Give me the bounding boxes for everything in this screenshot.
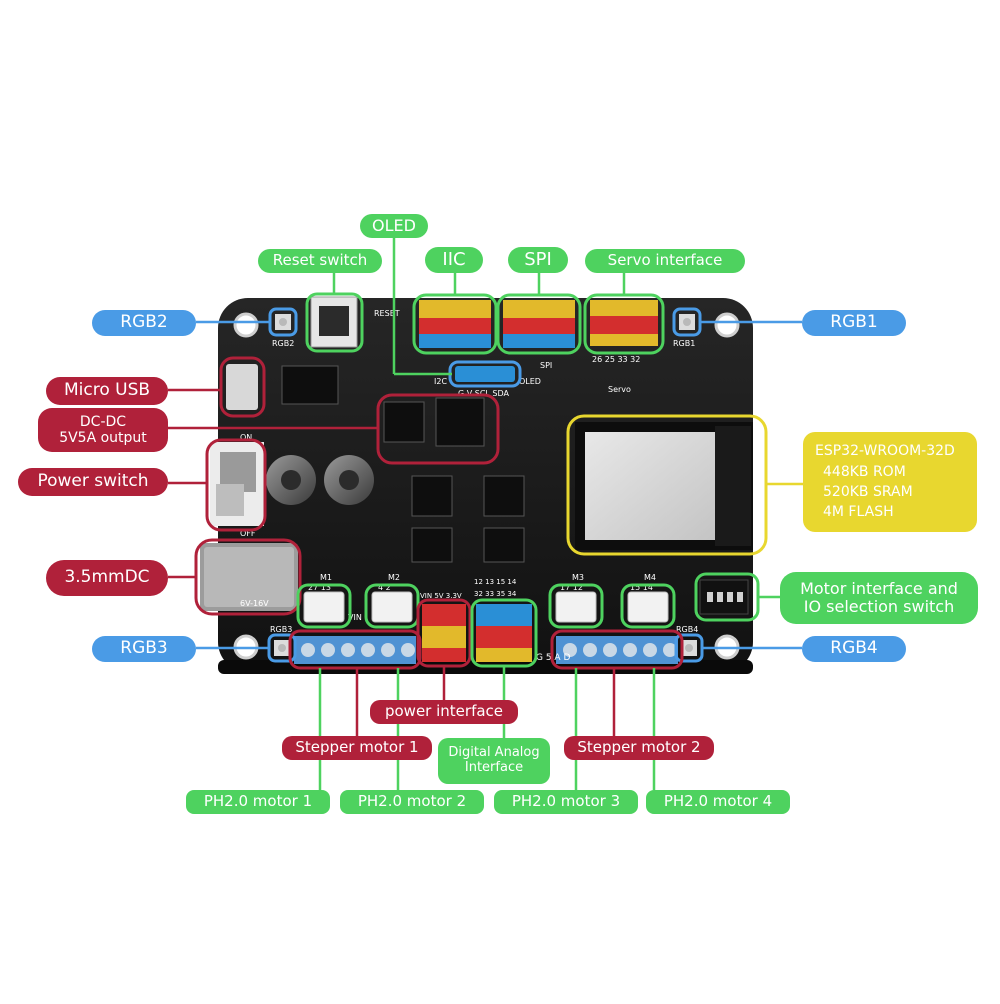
- silk-rgb2: RGB2: [272, 339, 294, 348]
- label-dcdc-line1: DC-DC: [79, 413, 127, 430]
- stepper-terminal-1: [294, 636, 416, 664]
- silk-m1-pins: 27 13: [308, 583, 331, 592]
- label-reset-switch: Reset switch: [258, 249, 382, 273]
- power-interface-header: [422, 604, 466, 662]
- label-ph-motor-1: PH2.0 motor 1: [186, 790, 330, 814]
- silk-oled: OLED: [519, 377, 541, 386]
- silk-vin-range: 6V-16V: [240, 599, 269, 608]
- label-rgb2: RGB2: [92, 310, 196, 336]
- servo-header: [590, 300, 658, 346]
- label-rgb4: RGB4: [802, 636, 906, 662]
- ring-usb: [219, 356, 266, 418]
- label-digital-analog-line2: Interface: [464, 760, 524, 775]
- reset-button-part: [310, 296, 358, 348]
- silk-on: ON: [240, 433, 252, 442]
- silk-servo: Servo: [608, 385, 631, 394]
- label-spi: SPI: [508, 247, 568, 273]
- silk-servo-pins: 26 25 33 32: [592, 355, 640, 364]
- label-esp32: ESP32-WROOM-32D 448KB ROM 520KB SRAM 4M …: [803, 432, 977, 532]
- silk-reset: RESET: [374, 309, 400, 318]
- label-dcdc: DC-DC 5V5A output: [38, 408, 168, 452]
- silk-spi: SPI: [540, 361, 552, 370]
- esp32-module-part: [575, 422, 753, 550]
- silk-rgb3: RGB3: [270, 625, 292, 634]
- label-motor-io-line2: IO selection switch: [803, 597, 955, 616]
- silk-m2: M2: [388, 573, 400, 582]
- micro-usb-part: [226, 364, 258, 410]
- iic-header: [419, 300, 491, 348]
- label-power-interface: power interface: [370, 700, 518, 724]
- rgb-leds: [274, 314, 697, 656]
- label-rgb1: RGB1: [802, 310, 906, 336]
- label-esp32-line3: 520KB SRAM: [823, 484, 913, 500]
- label-esp32-line2: 448KB ROM: [823, 463, 906, 480]
- label-dcdc-line2: 5V5A output: [59, 430, 147, 446]
- label-ph-motor-4: PH2.0 motor 4: [646, 790, 790, 814]
- chips: [281, 365, 525, 563]
- silk-power-pins: VIN 5V 3.3V: [420, 592, 462, 600]
- label-motor-io-line1: Motor interface and: [800, 578, 958, 598]
- ring-power-switch: [205, 438, 267, 532]
- silk-m3-pins: 17 12: [560, 583, 583, 592]
- silk-rgb4: RGB4: [676, 625, 698, 634]
- label-power-switch: Power switch: [18, 468, 168, 496]
- label-ph-motor-2: PH2.0 motor 2: [340, 790, 484, 814]
- digital-analog-header: [476, 604, 532, 662]
- label-dc-jack: 3.5mmDC: [46, 560, 168, 596]
- label-esp32-line1: ESP32-WROOM-32D: [815, 443, 955, 460]
- silk-off: OFF: [240, 529, 256, 538]
- silk-io-bot: 32 33 35 34: [474, 590, 517, 598]
- label-micro-usb: Micro USB: [46, 377, 168, 405]
- silk-io-top: 12 13 15 14: [474, 578, 517, 586]
- label-stepper-motor-1: Stepper motor 1: [282, 736, 432, 760]
- label-oled: OLED: [360, 214, 428, 238]
- label-esp32-line4: 4M FLASH: [823, 504, 894, 521]
- silk-i2c: I2C: [434, 377, 447, 386]
- silk-rgb1: RGB1: [673, 339, 695, 348]
- label-iic: IIC: [425, 247, 483, 273]
- silk-vin: VIN: [348, 613, 362, 622]
- ring-ph3: [548, 583, 604, 629]
- label-motor-io-switch: Motor interface and IO selection switch: [780, 572, 978, 624]
- ring-stepper2: [550, 629, 684, 670]
- ring-stepper1: [288, 629, 422, 670]
- stepper-terminal-2: [556, 636, 678, 664]
- power-switch-part: [210, 442, 264, 526]
- label-stepper-motor-2: Stepper motor 2: [564, 736, 714, 760]
- label-digital-analog-line1: Digital Analog: [448, 745, 540, 761]
- label-digital-analog: Digital Analog Interface: [438, 738, 550, 784]
- label-ph-motor-3: PH2.0 motor 3: [494, 790, 638, 814]
- oled-header: [455, 366, 515, 382]
- silk-m3: M3: [572, 573, 584, 582]
- silk-m1: M1: [320, 573, 332, 582]
- label-servo-interface: Servo interface: [585, 249, 745, 273]
- silk-m4: M4: [644, 573, 656, 582]
- silk-m2-pins: 4 2: [378, 583, 391, 592]
- ph20-connectors: [303, 591, 669, 623]
- ring-ph1: [296, 583, 352, 629]
- spi-header: [503, 300, 575, 348]
- silk-m4-pins: 15 14: [630, 583, 653, 592]
- label-rgb3: RGB3: [92, 636, 196, 662]
- ring-ph4: [620, 583, 676, 629]
